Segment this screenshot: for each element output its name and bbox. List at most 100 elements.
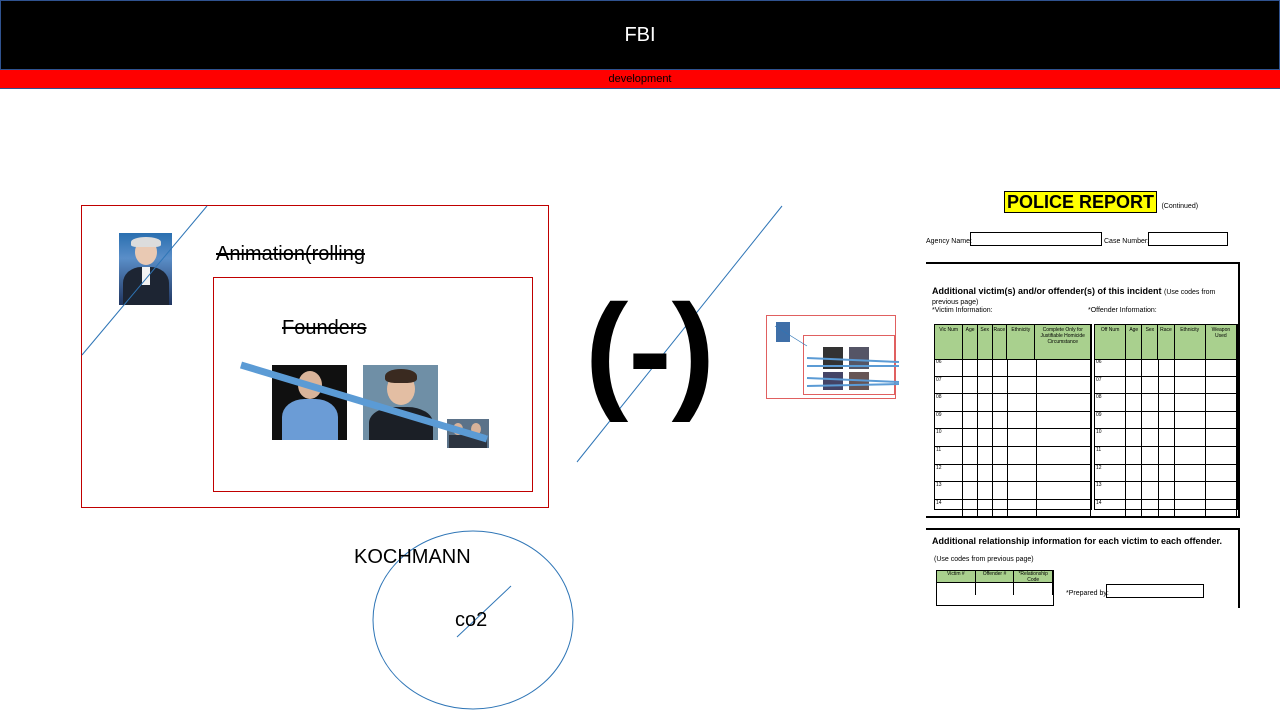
victim-table-cell[interactable]: 07 [935, 376, 964, 394]
victim-table-cell[interactable]: 09 [935, 411, 964, 429]
relationship-table-cell[interactable] [937, 583, 976, 595]
offender-table-cell[interactable] [1159, 429, 1176, 446]
offender-table-cell[interactable] [1206, 446, 1237, 464]
victim-table-cell[interactable]: 13 [935, 482, 964, 499]
offender-table-cell[interactable] [1142, 429, 1159, 446]
victim-table-cell[interactable] [1037, 411, 1092, 429]
offender-table-cell[interactable] [1206, 394, 1237, 411]
relationship-table-cell[interactable] [976, 583, 1015, 595]
offender-table-cell[interactable] [1142, 482, 1159, 499]
victim-table-cell[interactable] [963, 464, 979, 482]
offender-table-cell[interactable] [1142, 411, 1159, 429]
victim-table-cell[interactable] [993, 411, 1009, 429]
victim-table-cell[interactable]: 08 [935, 394, 964, 411]
victim-table-cell[interactable] [1037, 446, 1092, 464]
victim-table-cell[interactable] [963, 394, 979, 411]
victim-table-cell[interactable] [993, 482, 1009, 499]
offender-table-cell[interactable] [1206, 376, 1237, 394]
victim-table-cell[interactable]: 10 [935, 429, 964, 446]
offender-table-cell[interactable] [1126, 411, 1143, 429]
offender-table-cell[interactable]: 09 [1095, 411, 1126, 429]
offender-table-cell[interactable] [1175, 376, 1207, 394]
victim-table-cell[interactable] [1037, 482, 1092, 499]
offender-table-cell[interactable] [1175, 499, 1207, 517]
offender-table-cell[interactable] [1159, 376, 1176, 394]
victim-table-cell[interactable]: 14 [935, 499, 964, 517]
victim-table-cell[interactable] [963, 376, 979, 394]
offender-table-cell[interactable] [1159, 411, 1176, 429]
offender-table-cell[interactable] [1159, 359, 1176, 376]
offender-table-cell[interactable] [1206, 359, 1237, 376]
victim-table-cell[interactable] [1008, 446, 1037, 464]
offender-table-cell[interactable]: 10 [1095, 429, 1126, 446]
victim-table-cell[interactable] [993, 446, 1009, 464]
offender-table-cell[interactable] [1175, 482, 1207, 499]
offender-table-cell[interactable] [1142, 464, 1159, 482]
offender-table-cell[interactable] [1175, 446, 1207, 464]
victim-table-cell[interactable] [1008, 499, 1037, 517]
offender-table-cell[interactable]: 14 [1095, 499, 1126, 517]
victim-table-cell[interactable] [1008, 482, 1037, 499]
offender-table-cell[interactable] [1206, 482, 1237, 499]
offender-table-cell[interactable] [1126, 499, 1143, 517]
offender-table-cell[interactable]: 13 [1095, 482, 1126, 499]
victim-table-cell[interactable] [993, 394, 1009, 411]
offender-table-cell[interactable]: 11 [1095, 446, 1126, 464]
offender-table-cell[interactable] [1126, 376, 1143, 394]
victim-table-cell[interactable] [1037, 376, 1092, 394]
victim-table-cell[interactable] [963, 359, 979, 376]
victim-table-cell[interactable] [1008, 376, 1037, 394]
victim-table-cell[interactable] [1008, 394, 1037, 411]
victim-table-cell[interactable] [1037, 499, 1092, 517]
victim-table-cell[interactable] [963, 429, 979, 446]
victim-table-cell[interactable] [978, 376, 994, 394]
victim-table-cell[interactable] [978, 482, 994, 499]
victim-table-cell[interactable] [1037, 464, 1092, 482]
victim-table-cell[interactable] [993, 464, 1009, 482]
offender-table-cell[interactable] [1159, 446, 1176, 464]
offender-table-cell[interactable] [1175, 429, 1207, 446]
victim-table-cell[interactable]: 11 [935, 446, 964, 464]
offender-table-cell[interactable] [1159, 464, 1176, 482]
victim-table-cell[interactable]: 06 [935, 359, 964, 376]
offender-table-cell[interactable]: 12 [1095, 464, 1126, 482]
offender-table-cell[interactable] [1159, 499, 1176, 517]
victim-table-cell[interactable] [1037, 394, 1092, 411]
offender-table-cell[interactable]: 08 [1095, 394, 1126, 411]
victim-table-cell[interactable] [993, 499, 1009, 517]
offender-table-cell[interactable] [1206, 429, 1237, 446]
victim-table-cell[interactable] [1037, 429, 1092, 446]
victim-table-cell[interactable] [978, 394, 994, 411]
victim-table-cell[interactable]: 12 [935, 464, 964, 482]
offender-table-cell[interactable] [1142, 446, 1159, 464]
offender-table-cell[interactable] [1142, 359, 1159, 376]
victim-table-cell[interactable] [1037, 359, 1092, 376]
victim-table-cell[interactable] [1008, 411, 1037, 429]
victim-table-cell[interactable] [978, 411, 994, 429]
offender-table-cell[interactable] [1142, 376, 1159, 394]
offender-table-cell[interactable] [1142, 394, 1159, 411]
offender-table-cell[interactable] [1206, 499, 1237, 517]
victim-table-cell[interactable] [993, 429, 1009, 446]
victim-table-cell[interactable] [1008, 464, 1037, 482]
victim-table-cell[interactable] [978, 464, 994, 482]
victim-table-cell[interactable] [978, 359, 994, 376]
victim-table-cell[interactable] [978, 446, 994, 464]
victim-table-cell[interactable] [993, 359, 1009, 376]
offender-table-cell[interactable] [1126, 429, 1143, 446]
victim-table-cell[interactable] [1008, 429, 1037, 446]
victim-table-cell[interactable] [993, 376, 1009, 394]
offender-table-cell[interactable] [1126, 446, 1143, 464]
victim-table-cell[interactable] [963, 482, 979, 499]
offender-table-cell[interactable] [1126, 482, 1143, 499]
offender-table-cell[interactable] [1175, 464, 1207, 482]
offender-table-cell[interactable] [1175, 359, 1207, 376]
offender-table-cell[interactable] [1175, 394, 1207, 411]
offender-table-cell[interactable]: 07 [1095, 376, 1126, 394]
offender-table-cell[interactable] [1126, 394, 1143, 411]
offender-table-cell[interactable] [1159, 482, 1176, 499]
offender-table-cell[interactable] [1142, 499, 1159, 517]
victim-table-cell[interactable] [978, 499, 994, 517]
victim-table-cell[interactable] [963, 411, 979, 429]
offender-table-cell[interactable]: 06 [1095, 359, 1126, 376]
